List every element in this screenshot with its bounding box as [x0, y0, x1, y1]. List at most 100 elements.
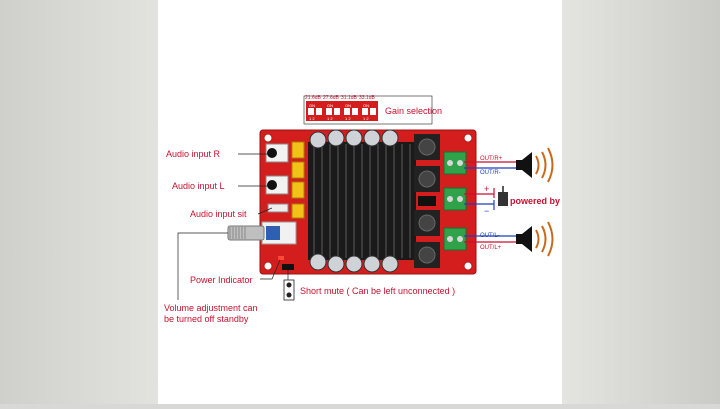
dip-switch-pins: 1 2 — [345, 116, 351, 121]
dip-switch-body — [306, 101, 324, 121]
terminal-l — [443, 227, 467, 251]
gain-switch-label: 31.1dB — [341, 95, 358, 101]
dip-switch-pins: 1 2 — [363, 116, 369, 121]
film-capacitor — [291, 203, 305, 219]
dip-switch-on-label: ON — [345, 103, 351, 108]
inductor-core — [418, 170, 436, 188]
dip-switch-slot — [352, 108, 358, 115]
mute-jumper-outline — [283, 279, 295, 301]
gain-switch-label: 21.6dB — [305, 95, 322, 101]
speaker-left-icon — [516, 221, 554, 257]
mute-header-pins — [282, 264, 294, 270]
powered-by-label: powered by — [510, 196, 560, 206]
power-supply-callout: + − powered by — [464, 184, 560, 216]
gain-switch-33db: 33.1dB ON 1 2 — [359, 95, 378, 121]
volume-adjust-label-line2: be turned off standby — [164, 314, 249, 324]
speaker-right-icon — [516, 147, 554, 183]
amplifier-board — [227, 129, 477, 275]
inductors — [414, 134, 440, 268]
top-capacitors — [309, 129, 399, 149]
potentiometer-cover — [266, 226, 280, 240]
input-header — [267, 203, 289, 213]
dip-switch-slot — [316, 108, 322, 115]
gain-switch-group: 21.6dB ON 1 2 27.6dB ON 1 2 31.1dB — [303, 95, 442, 125]
left-callouts: Audio input R Audio input L Audio input … — [164, 149, 281, 324]
terminal-screw — [447, 236, 453, 242]
gain-switch-21db: 21.6dB ON 1 2 — [305, 95, 324, 121]
dip-switch-slot — [334, 108, 340, 115]
audio-input-sit-label: Audio input sit — [190, 209, 247, 219]
product-diagram-panel: 21.6dB ON 1 2 27.6dB ON 1 2 31.1dB — [158, 0, 562, 404]
mounting-hole — [463, 133, 473, 143]
capacitor — [363, 129, 381, 147]
out-r-minus-label: OUT/R- — [480, 170, 501, 176]
film-capacitor — [291, 181, 305, 199]
film-capacitor — [291, 141, 305, 159]
inductor-core — [418, 214, 436, 232]
capacitor — [327, 255, 345, 273]
right-backdrop — [562, 0, 720, 404]
dip-switch-slot — [370, 108, 376, 115]
smd-component — [418, 196, 436, 206]
power-plus-sign: + — [484, 184, 489, 194]
input-header-socket — [267, 203, 289, 213]
short-mute-callout: Short mute ( Can be left unconnected ) — [283, 270, 455, 301]
dip-switch-body — [360, 101, 378, 121]
gain-selection-label: Gain selection — [385, 106, 442, 116]
capacitor — [363, 255, 381, 273]
bottom-capacitors — [309, 253, 399, 273]
output-terminals — [443, 151, 467, 251]
terminal-screw — [447, 160, 453, 166]
film-capacitor — [291, 161, 305, 179]
terminal-screw — [457, 236, 463, 242]
rca-jack-hole — [267, 148, 277, 158]
inductor-core — [418, 246, 436, 264]
power-indicator-label: Power Indicator — [190, 275, 253, 285]
audio-input-l-label: Audio input L — [172, 181, 225, 191]
dip-switch-slot — [326, 108, 332, 115]
dip-switch-body — [324, 101, 342, 121]
shaft-knurl — [229, 227, 246, 239]
power-led — [278, 256, 284, 260]
mute-pin — [286, 292, 292, 298]
capacitor — [327, 129, 345, 147]
dip-switch-body — [342, 101, 360, 121]
mounting-hole — [263, 261, 273, 271]
rca-jack-hole — [267, 180, 277, 190]
heatsink-fins — [313, 144, 411, 258]
capacitor — [381, 255, 399, 273]
dip-switch-pins: 1 2 — [327, 116, 333, 121]
gain-switch-label: 27.6dB — [323, 95, 340, 101]
rca-jacks — [265, 143, 289, 195]
capacitor — [345, 255, 363, 273]
volume-adjust-label-line1: Volume adjustment can — [164, 303, 258, 313]
mute-pin — [286, 282, 292, 288]
battery-icon — [498, 192, 508, 206]
terminal-screw — [457, 196, 463, 202]
dip-switch-slot — [362, 108, 368, 115]
dip-switch-on-label: ON — [327, 103, 333, 108]
gain-switch-label: 33.1dB — [359, 95, 376, 101]
amplifier-diagram: 21.6dB ON 1 2 27.6dB ON 1 2 31.1dB — [164, 95, 560, 324]
out-r-plus-label: OUT/R+ — [480, 156, 503, 162]
terminal-screw — [457, 160, 463, 166]
mounting-hole — [463, 261, 473, 271]
dip-switch-pins: 1 2 — [309, 116, 315, 121]
power-minus-sign: − — [484, 206, 489, 216]
audio-input-r-label: Audio input R — [166, 149, 221, 159]
capacitor — [309, 253, 327, 271]
dip-switch-slot — [308, 108, 314, 115]
dip-switch-slot — [344, 108, 350, 115]
inductor-core — [418, 138, 436, 156]
short-mute-label: Short mute ( Can be left unconnected ) — [300, 286, 455, 296]
right-callouts: OUT/R+ OUT/R- + — [464, 147, 560, 257]
capacitor — [381, 129, 399, 147]
dip-switch-on-label: ON — [309, 103, 315, 108]
dip-switch-on-label: ON — [363, 103, 369, 108]
terminal-screw — [447, 196, 453, 202]
callout-line — [257, 207, 273, 215]
mounting-hole — [263, 133, 273, 143]
capacitor — [345, 129, 363, 147]
left-backdrop — [0, 0, 158, 404]
